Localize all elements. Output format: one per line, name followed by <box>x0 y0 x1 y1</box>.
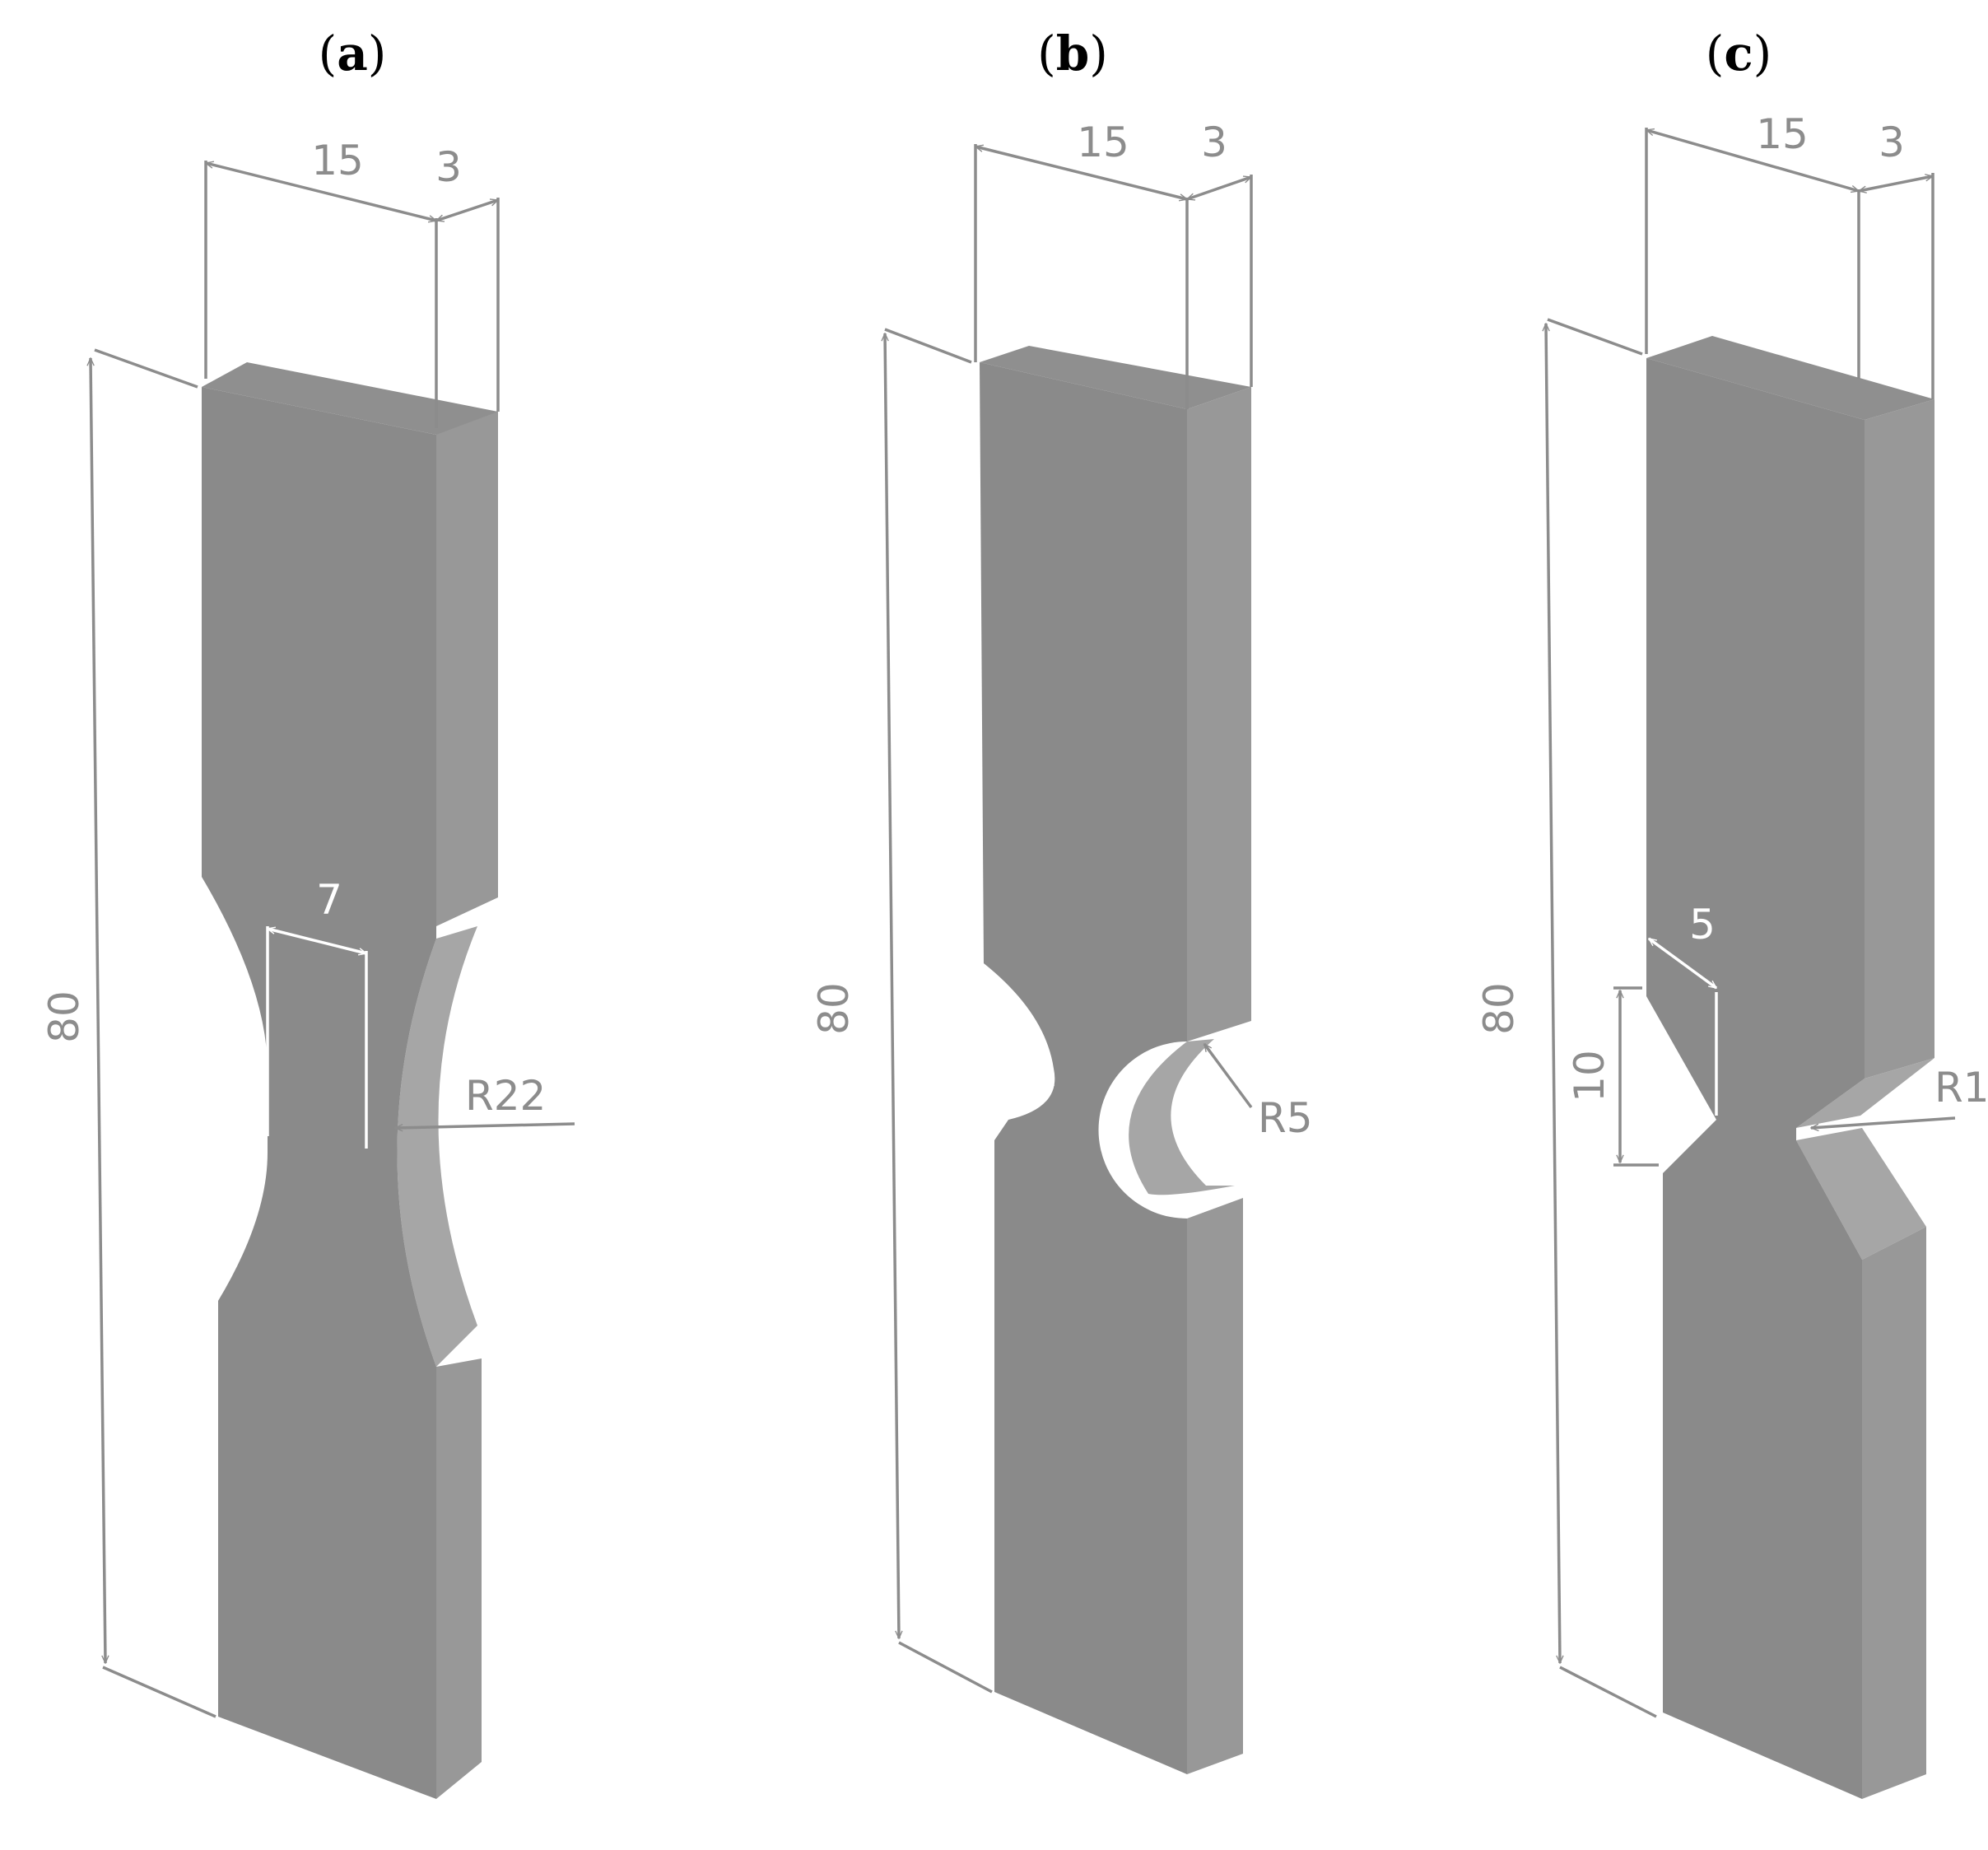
dim-c-radius-leader <box>1811 1116 1956 1128</box>
specimen-a <box>202 362 498 1799</box>
dim-c-notch-depth-line <box>1649 937 1716 990</box>
dim-a-radius: R22 <box>465 1072 546 1120</box>
dim-b-radius: R5 <box>1258 1094 1313 1142</box>
dim-a-thickness-line <box>436 200 498 221</box>
dim-b-thickness: 3 <box>1201 119 1227 166</box>
panel-c: (c) 15 3 80 10 5 <box>1475 26 1988 1799</box>
dim-b-notch-line <box>982 1056 1054 1087</box>
dim-a-neck: 7 <box>316 876 342 924</box>
specimen-c <box>1646 336 1934 1799</box>
panel-b-label: (b) <box>1037 26 1108 82</box>
panel-a-label: (a) <box>319 26 387 82</box>
dim-c-width-line <box>1646 130 1859 191</box>
dimensions-a: 15 3 80 7 R22 <box>40 137 575 1718</box>
dim-a-length: 80 <box>40 990 88 1043</box>
dimensions-c: 15 3 80 10 5 R1 <box>1475 110 1988 1718</box>
dim-c-length-line <box>1546 324 1560 1663</box>
dim-a-thickness: 3 <box>435 143 462 191</box>
dim-a-length-line <box>91 358 105 1663</box>
panel-b: (b) 15 3 80 5 R5 <box>810 26 1313 1774</box>
dim-c-thickness-line <box>1859 176 1933 191</box>
dim-b-notch: 5 <box>999 1006 1026 1054</box>
specimen-b <box>980 346 1251 1774</box>
dim-b-width-line <box>975 147 1187 199</box>
dim-a-width-line <box>206 163 436 221</box>
dim-a-neck-line <box>268 929 366 953</box>
dim-c-radius: R1 <box>1934 1064 1988 1111</box>
dimensions-b: 15 3 80 5 R5 <box>810 119 1313 1694</box>
panel-c-label: (c) <box>1706 26 1772 82</box>
dim-c-width: 15 <box>1756 110 1809 158</box>
dim-c-length: 80 <box>1475 982 1523 1035</box>
dim-b-radius-leader <box>1203 1044 1253 1109</box>
dim-c-notch-height: 10 <box>1566 1050 1613 1102</box>
panel-a: (a) 15 3 80 7 <box>40 26 575 1799</box>
dim-b-length-line <box>885 333 899 1638</box>
dim-c-notch-depth: 5 <box>1689 901 1716 948</box>
dim-a-width: 15 <box>311 137 364 184</box>
dim-b-length: 80 <box>810 982 858 1035</box>
dim-b-width: 15 <box>1077 119 1129 166</box>
dim-c-thickness: 3 <box>1879 119 1905 166</box>
dim-b-thickness-line <box>1187 175 1251 201</box>
dim-a-radius-leader <box>395 1122 575 1128</box>
